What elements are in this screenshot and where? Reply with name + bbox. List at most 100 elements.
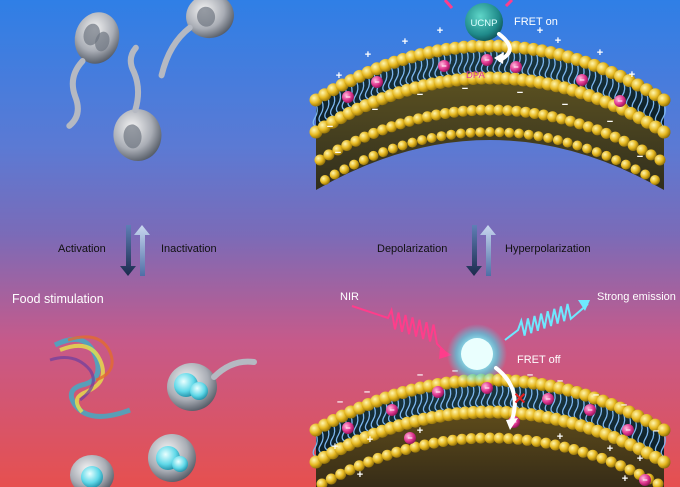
lipid-head	[582, 143, 593, 154]
lipid-head	[417, 135, 428, 146]
lipid-tail	[318, 100, 324, 124]
ucnp-label: UCNP	[471, 18, 498, 29]
minus-charge: −	[335, 147, 341, 159]
lipid-tail	[330, 93, 336, 117]
lipid-head	[430, 109, 442, 121]
dpa-minus-sign: −	[345, 423, 350, 433]
lipid-tail	[469, 384, 475, 408]
minus-charge: −	[372, 104, 378, 116]
dpa-molecule	[342, 91, 354, 103]
lipid-head	[514, 128, 525, 139]
food-stimulus-ribbons	[49, 335, 131, 419]
food-stimulation-label: Food stimulation	[12, 292, 104, 306]
fret-on-label: FRET on	[514, 16, 558, 28]
plus-charge: +	[607, 443, 613, 455]
lipid-head	[512, 433, 524, 445]
lipid-head	[329, 169, 340, 180]
dpa-molecule	[639, 474, 651, 486]
plus-charge: +	[437, 25, 443, 37]
dpa-molecule	[481, 382, 493, 394]
lipid-head	[652, 478, 664, 487]
dpa-minus-sign: −	[407, 433, 412, 443]
plus-charge: +	[365, 49, 371, 61]
lipid-tail	[475, 49, 481, 74]
lipid-tail	[364, 76, 371, 100]
minus-charge: −	[562, 99, 568, 111]
activated-cell-right	[167, 358, 257, 411]
lipid-tail	[475, 383, 481, 408]
emission-arrow-fragment	[504, 0, 514, 8]
lipid-tail	[370, 405, 376, 430]
lipid-head	[455, 128, 466, 139]
lipid-head	[556, 113, 568, 125]
lipid-head	[332, 144, 344, 156]
lipid-tail	[498, 383, 504, 408]
lipid-tail	[660, 103, 666, 128]
lipid-tail	[324, 427, 330, 451]
lipid-head	[381, 449, 393, 461]
lipid-tail	[492, 383, 498, 408]
lipid-head	[624, 464, 636, 476]
lipid-tail	[405, 394, 411, 419]
lipid-tail	[359, 410, 365, 435]
plus-charge: +	[367, 434, 373, 446]
nir-arrow-fragment	[443, 0, 454, 9]
lipid-head	[620, 159, 631, 170]
minus-charge: –	[593, 389, 599, 401]
lipid-head	[344, 464, 356, 476]
lipid-head	[404, 115, 415, 127]
lipid-tail	[451, 385, 458, 410]
lipid-head	[627, 140, 639, 151]
lipid-tail	[399, 63, 405, 87]
lipid-head	[572, 140, 583, 151]
glowing-ucnp	[447, 324, 507, 384]
lipid-tail	[330, 424, 336, 448]
lipid-head	[601, 150, 612, 161]
minus-charge: −	[417, 89, 423, 101]
lipid-head	[494, 127, 505, 138]
lipid-head	[339, 164, 350, 175]
dpa-molecule	[622, 424, 634, 436]
lipid-head	[377, 124, 389, 136]
lipid-tail	[335, 421, 342, 445]
lipid-tail	[411, 393, 417, 417]
minus-charge: −	[327, 121, 333, 133]
lipid-head	[457, 105, 469, 117]
cell-top-left	[66, 12, 120, 129]
lipid-tail	[620, 413, 626, 437]
lipid-head	[484, 432, 496, 444]
plus-charge: +	[629, 69, 635, 81]
lipid-head	[391, 446, 403, 458]
lipid-tail	[417, 391, 423, 416]
dpa-minus-sign: −	[625, 425, 630, 435]
lipid-head	[316, 478, 328, 487]
lipid-tail	[440, 387, 446, 411]
lipid-head	[325, 473, 337, 485]
lipid-head	[577, 446, 589, 458]
lipid-head	[645, 149, 657, 161]
dpa-molecule	[342, 422, 354, 434]
lipid-head	[349, 159, 360, 170]
lipid-head	[341, 140, 353, 151]
lipid-head	[493, 104, 505, 116]
dpa-minus-sign: −	[642, 475, 647, 485]
lipid-tail	[538, 54, 545, 78]
lipid-tail	[393, 65, 400, 89]
lipid-tail	[457, 51, 463, 75]
minus-charge: −	[637, 151, 643, 163]
lipid-head	[387, 143, 398, 154]
lipid-tail	[463, 384, 469, 409]
lipid-head	[657, 423, 671, 437]
dpa-molecule	[432, 386, 444, 398]
dpa-minus-sign: −	[389, 405, 394, 415]
plus-charge: +	[597, 47, 603, 59]
lipid-tail	[463, 50, 469, 75]
activated-cell-bottom-mid	[148, 434, 196, 482]
lipid-head	[372, 452, 384, 464]
lipid-tail	[353, 413, 359, 437]
lipid-head	[630, 164, 641, 175]
minus-charge: –	[557, 375, 563, 387]
lipid-head	[559, 441, 571, 453]
lipid-tail	[660, 433, 666, 458]
lipid-head	[397, 140, 408, 151]
